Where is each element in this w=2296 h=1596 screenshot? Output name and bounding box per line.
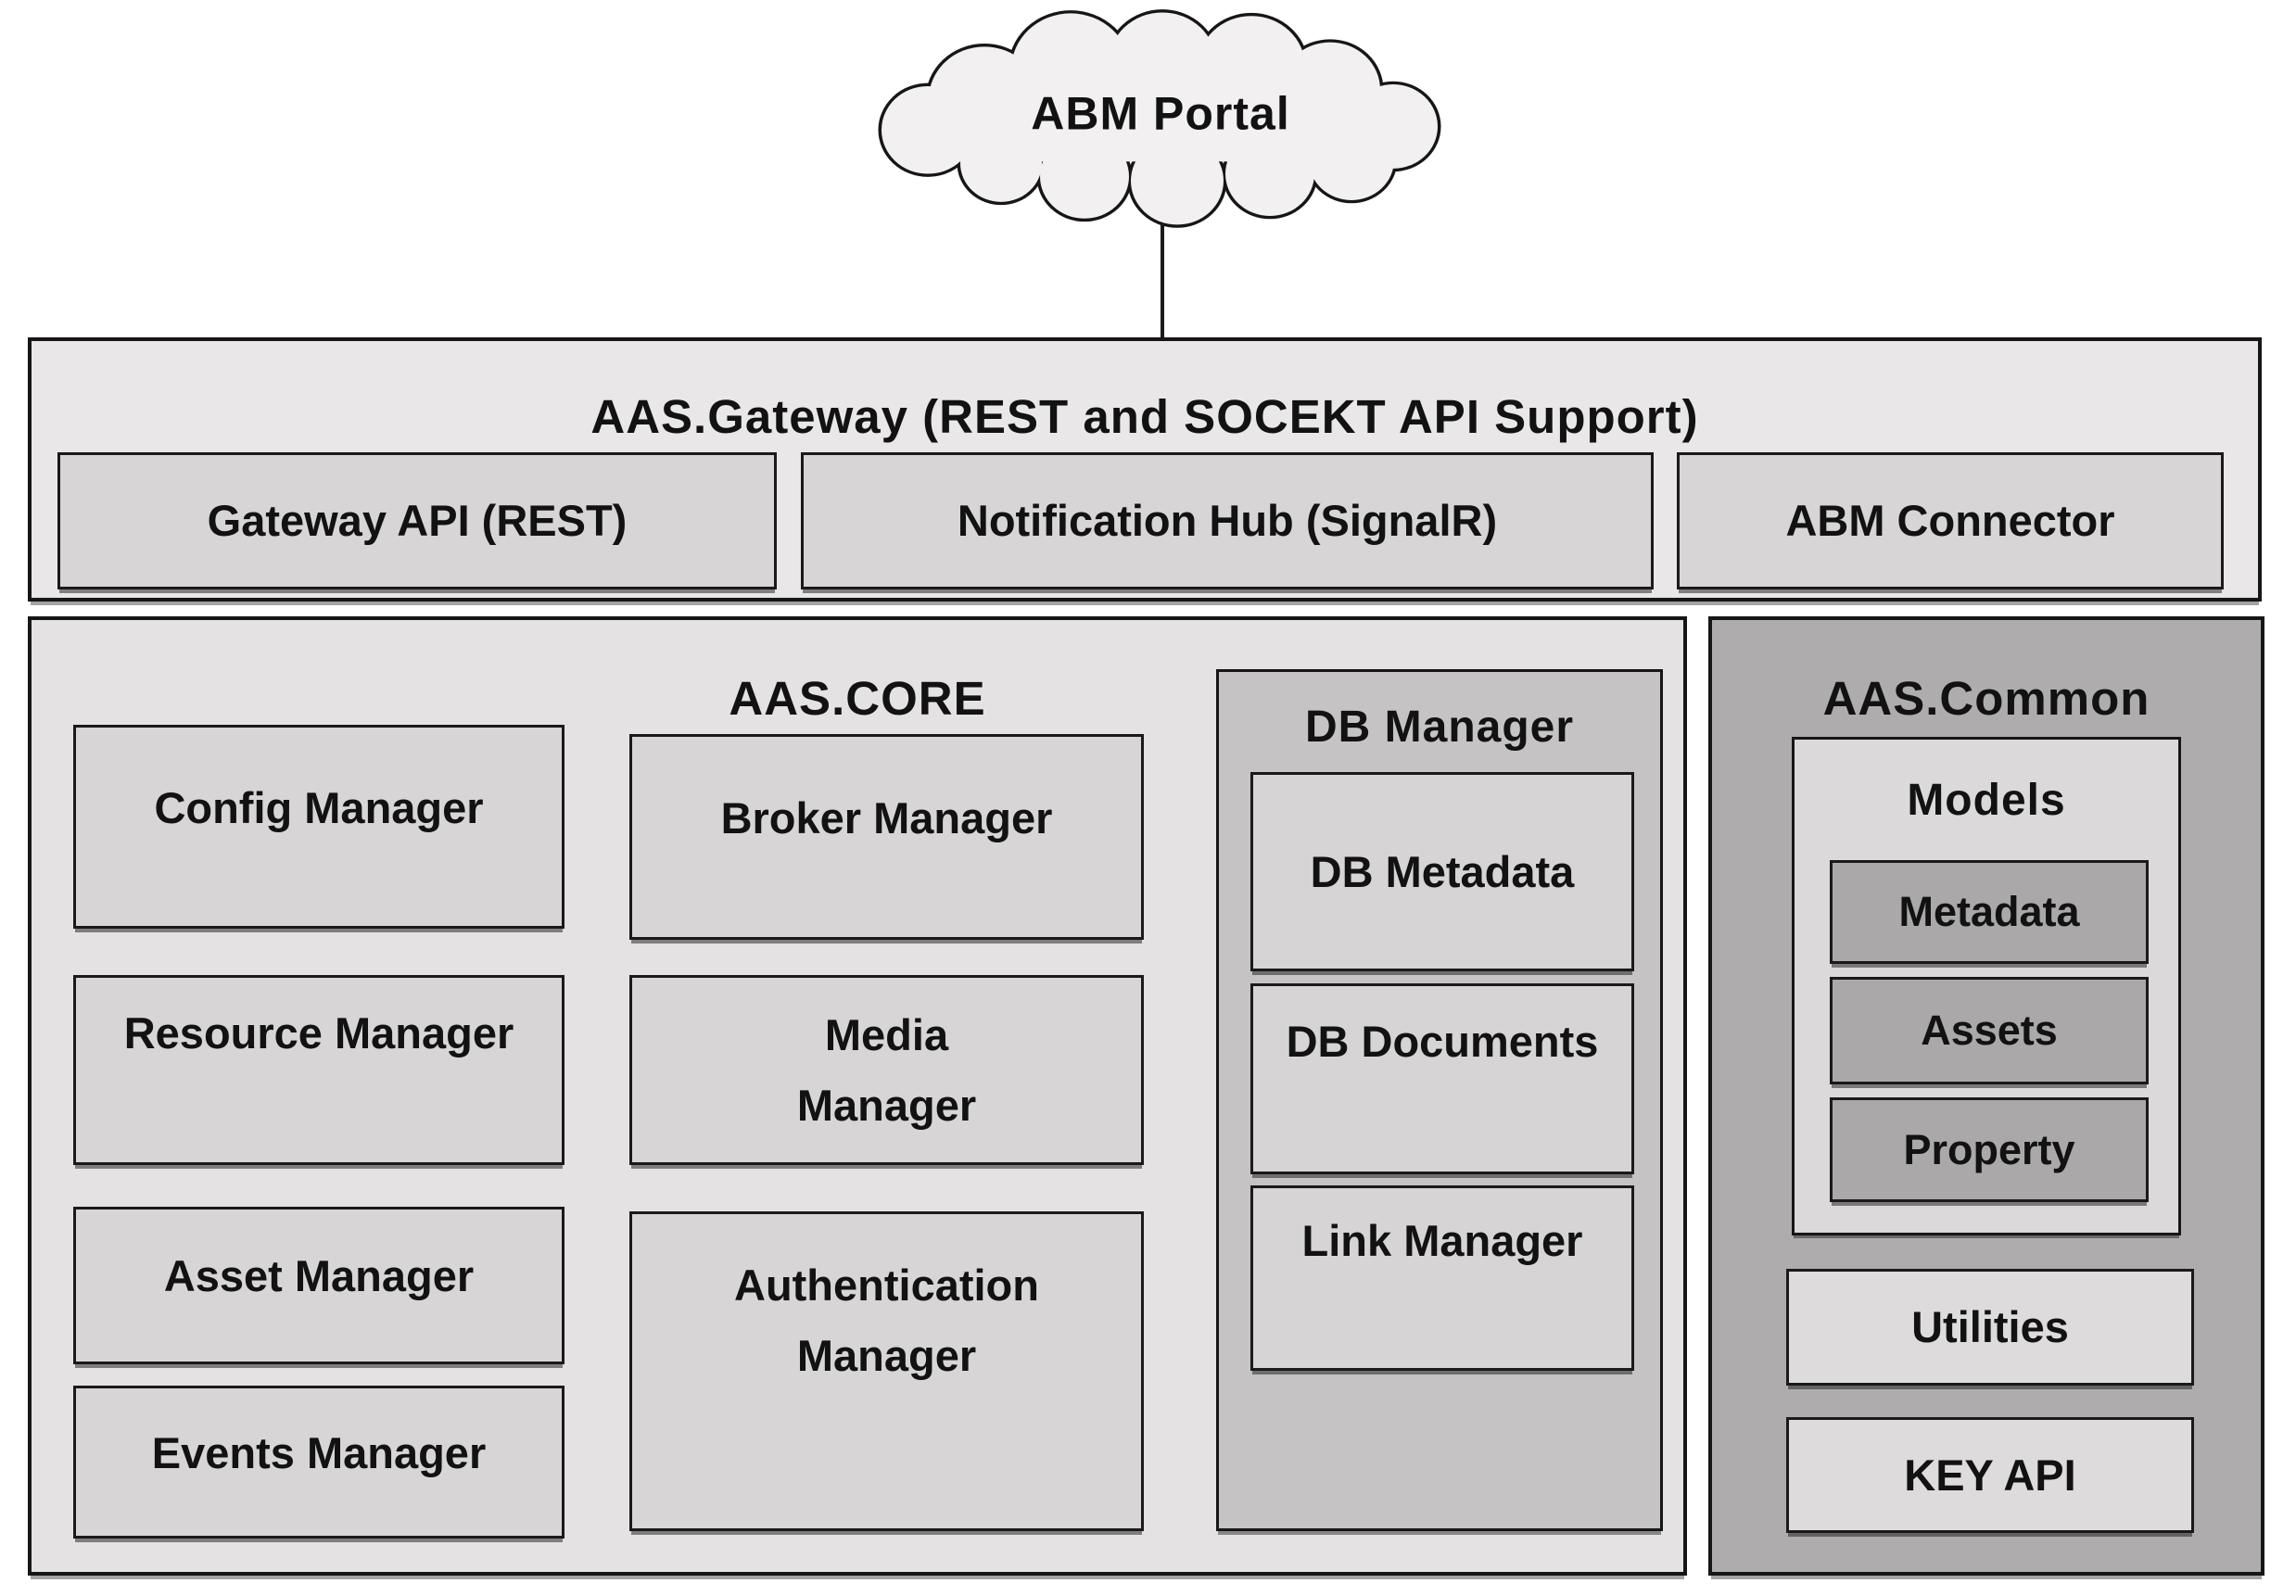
module-db-metadata: DB Metadata [1250, 772, 1634, 971]
core-title: AAS.CORE [729, 672, 986, 725]
common-panel: AAS.Common Models Metadata Assets Proper… [1708, 616, 2264, 1576]
module-label: Assets [1921, 1007, 2058, 1054]
abm-portal-label: ABM Portal [1031, 87, 1290, 140]
module-label: Gateway API (REST) [207, 496, 628, 546]
db-manager-title: DB Manager [1304, 703, 1575, 752]
module-label: Notification Hub (SignalR) [957, 496, 1498, 546]
module-label: Metadata [1898, 888, 2080, 935]
module-config-manager: Config Manager [73, 725, 564, 929]
models-title: Models [1907, 776, 2066, 825]
module-label: Media Manager [796, 1010, 977, 1130]
module-asset-manager: Asset Manager [73, 1207, 564, 1364]
cloud-gateway-connector [1161, 224, 1164, 339]
module-link-manager: Link Manager [1250, 1185, 1634, 1371]
module-abm-connector: ABM Connector [1677, 452, 2224, 589]
module-gateway-api: Gateway API (REST) [57, 452, 777, 589]
module-label: DB Metadata [1310, 846, 1575, 896]
gateway-title: AAS.Gateway (REST and SOCEKT API Support… [590, 390, 1699, 443]
module-db-documents: DB Documents [1250, 983, 1634, 1174]
model-item-metadata: Metadata [1830, 860, 2149, 964]
abm-portal-cloud: ABM Portal [845, 4, 1476, 232]
module-label: Property [1903, 1125, 2075, 1173]
module-label: Authentication Manager [734, 1260, 1039, 1380]
module-utilities: Utilities [1786, 1269, 2194, 1386]
module-label: Utilities [1911, 1302, 2069, 1352]
models-group: Models Metadata Assets Property [1792, 737, 2181, 1235]
module-label: Resource Manager [123, 1007, 514, 1058]
model-item-property: Property [1830, 1097, 2149, 1202]
module-resource-manager: Resource Manager [73, 975, 564, 1165]
module-label: Broker Manager [720, 793, 1053, 843]
module-key-api: KEY API [1786, 1417, 2194, 1533]
module-label: Asset Manager [163, 1251, 475, 1301]
module-label: Config Manager [154, 783, 484, 833]
module-events-manager: Events Manager [73, 1386, 564, 1539]
module-media-manager: Media Manager [629, 975, 1144, 1165]
module-authentication-manager: Authentication Manager [629, 1211, 1144, 1531]
module-label: KEY API [1904, 1450, 2076, 1500]
model-item-assets: Assets [1830, 977, 2149, 1084]
common-title: AAS.Common [1822, 672, 2150, 725]
module-label: ABM Connector [1785, 496, 2115, 546]
core-panel: AAS.CORE Config Manager Resource Manager… [28, 616, 1687, 1576]
module-notification-hub: Notification Hub (SignalR) [801, 452, 1654, 589]
cloud-shape [878, 9, 1441, 228]
db-manager-panel: DB Manager DB Metadata DB Documents Link… [1216, 669, 1663, 1531]
module-label: Link Manager [1301, 1216, 1583, 1266]
gateway-panel: AAS.Gateway (REST and SOCEKT API Support… [28, 337, 2262, 602]
module-broker-manager: Broker Manager [629, 734, 1144, 940]
module-label: Events Manager [151, 1427, 487, 1477]
module-label: DB Documents [1286, 1017, 1599, 1067]
